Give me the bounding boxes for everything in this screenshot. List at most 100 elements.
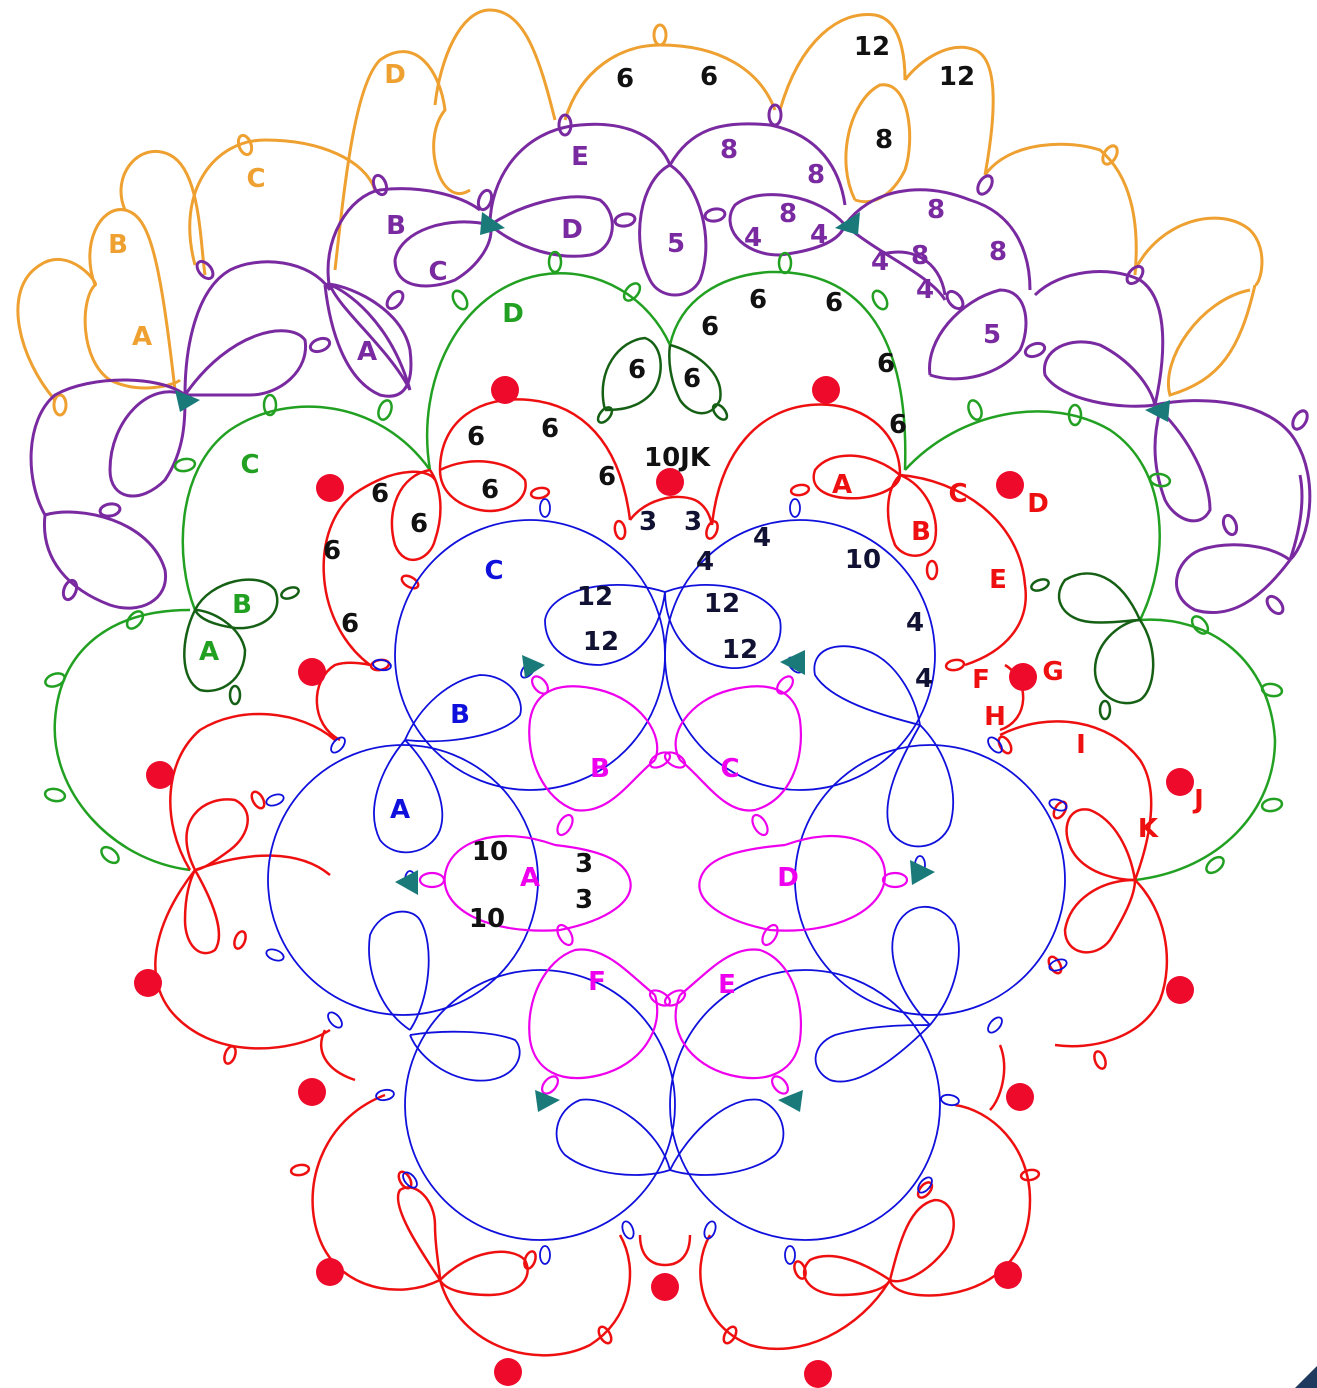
- green-counts: 6 6 6 6 6 6 6: [628, 285, 907, 440]
- stitch-count: 4: [753, 523, 771, 553]
- stitch-count: 10: [469, 904, 505, 934]
- ring-label: D: [561, 215, 583, 245]
- purple-labels: A B C D E 5 4 8 4 8 8 8 4 8 4 8 5: [357, 135, 1007, 367]
- green-labels: A B C D: [199, 299, 524, 667]
- ring-label: D: [502, 299, 524, 329]
- arrow-icon: [480, 212, 505, 235]
- ring-label: K: [1138, 814, 1159, 844]
- ring-label: 8: [807, 160, 825, 190]
- ring-label: B: [590, 754, 610, 784]
- ring-label: J: [1192, 785, 1204, 815]
- ring-label: E: [571, 142, 589, 172]
- ring-label: D: [384, 60, 406, 90]
- ring-label: G: [1042, 657, 1063, 687]
- stitch-count: 4: [915, 664, 933, 694]
- ring-label: B: [911, 517, 931, 547]
- ring-label: C: [240, 450, 259, 480]
- stitch-count: 6: [541, 414, 559, 444]
- blue-round: [265, 498, 1068, 1265]
- ring-label: B: [108, 230, 128, 260]
- start-arrows: [175, 212, 1170, 1112]
- stitch-count: 10: [472, 837, 508, 867]
- stitch-count: 6: [701, 312, 719, 342]
- stitch-count: 6: [598, 462, 616, 492]
- ring-label: D: [1027, 489, 1049, 519]
- stitch-count: 6: [683, 364, 701, 394]
- ring-label: 5: [667, 229, 685, 259]
- arrow-icon: [395, 870, 418, 895]
- ring-label: C: [484, 556, 503, 586]
- ring-label: C: [428, 257, 447, 287]
- green-round: [43, 250, 1284, 882]
- arrow-icon: [780, 650, 805, 675]
- stitch-count: 4: [696, 547, 714, 577]
- orange-counts: 6 6 12 12 8: [616, 32, 975, 155]
- stitch-count: 3: [575, 849, 593, 879]
- stitch-count: 6: [481, 475, 499, 505]
- stitch-count: 12: [577, 582, 613, 612]
- blue-labels: A B C: [390, 556, 504, 825]
- arrow-icon: [1145, 400, 1170, 422]
- stitch-count: 8: [875, 125, 893, 155]
- ring-label: F: [972, 665, 990, 695]
- center-labels: A B C D E F: [520, 754, 799, 1000]
- ring-label: I: [1076, 730, 1086, 760]
- orange-labels: A B C D: [108, 60, 406, 352]
- stitch-count: 3: [639, 507, 657, 537]
- ring-label: 4: [871, 247, 889, 277]
- ring-label: H: [984, 702, 1006, 732]
- stitch-count: 6: [467, 422, 485, 452]
- arrow-icon: [522, 655, 545, 678]
- stitch-count: 6: [371, 479, 389, 509]
- stitch-count: 6: [616, 64, 634, 94]
- center-round: [418, 675, 909, 1095]
- ring-label: 8: [720, 135, 738, 165]
- stitch-count: 4: [906, 608, 924, 638]
- stitch-count: 6: [323, 536, 341, 566]
- stitch-count: 12: [583, 627, 619, 657]
- ring-label: B: [450, 700, 470, 730]
- arrow-icon: [778, 1090, 803, 1112]
- arrow-icon: [835, 212, 860, 235]
- stitch-count: 6: [410, 509, 428, 539]
- corner-mark: [1295, 1366, 1317, 1388]
- ring-label: B: [386, 211, 406, 241]
- ring-label: C: [246, 164, 265, 194]
- ring-label: A: [199, 637, 219, 667]
- ring-label: E: [718, 970, 736, 1000]
- stitch-count: 12: [722, 635, 758, 665]
- red-dots: [134, 376, 1194, 1388]
- ring-label: B: [232, 590, 252, 620]
- stitch-count: 12: [939, 62, 975, 92]
- ring-label: C: [720, 754, 739, 784]
- purple-round: [29, 103, 1312, 616]
- ring-label: 8: [779, 199, 797, 229]
- ring-label: A: [357, 337, 377, 367]
- ring-label: 5: [983, 320, 1001, 350]
- stitch-count: 10JK: [644, 443, 711, 473]
- stitch-count: 12: [704, 589, 740, 619]
- ring-label: E: [989, 565, 1007, 595]
- ring-label: D: [777, 863, 799, 893]
- ring-label: F: [588, 967, 606, 997]
- stitch-count: 6: [889, 410, 907, 440]
- stitch-count: 3: [684, 507, 702, 537]
- stitch-count: 6: [749, 285, 767, 315]
- ring-label: 4: [744, 223, 762, 253]
- stitch-count: 6: [628, 355, 646, 385]
- green-rings: [183, 336, 1155, 721]
- stitch-count: 10: [845, 545, 881, 575]
- ring-label: A: [520, 863, 540, 893]
- center-counts: 10 3 3 10: [469, 837, 593, 934]
- ring-label: 4: [810, 220, 828, 250]
- stitch-count: 3: [575, 885, 593, 915]
- ring-label: A: [832, 470, 852, 500]
- ring-label: C: [948, 479, 967, 509]
- red-round: [154, 398, 1169, 1357]
- ring-label: 8: [911, 241, 929, 271]
- red-counts: 6 6 6 6 6 6 6 6 10JK: [323, 414, 711, 639]
- arrow-icon: [535, 1090, 560, 1112]
- stitch-count: 12: [854, 32, 890, 62]
- ring-label: 8: [927, 195, 945, 225]
